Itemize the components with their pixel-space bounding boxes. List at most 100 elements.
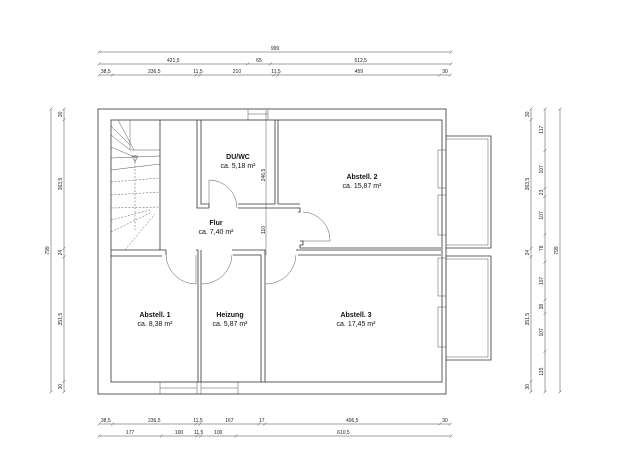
room-du-wc: DU/WC ca. 5,18 m² <box>220 154 256 170</box>
dimension-tick <box>543 311 547 316</box>
dimension-label: 17 <box>259 418 265 424</box>
exterior-walls <box>97 108 447 395</box>
dimension-label: 30 <box>525 384 531 390</box>
dimension-tick <box>543 186 547 191</box>
room-name: Flur <box>209 220 222 227</box>
dimension-tick <box>543 232 547 237</box>
room-area: ca. 5,87 m² <box>212 321 248 328</box>
room-name: Abstell. 3 <box>340 312 371 319</box>
dimension-label: 512,5 <box>354 58 367 64</box>
dimension-label: 799 <box>45 246 51 255</box>
dimension-tick <box>97 434 101 438</box>
dimension-tick <box>97 50 101 54</box>
dimension-tick <box>543 148 547 153</box>
dimension-tick <box>529 246 533 251</box>
dimension-tick <box>272 73 276 77</box>
dimension-tick <box>62 255 66 259</box>
room-abstell-3: Abstell. 3 ca. 17,45 m² <box>337 312 377 328</box>
dimension-label: 38,5 <box>101 418 111 424</box>
dimension-label: 30 <box>525 111 531 117</box>
room-name: Abstell. 1 <box>139 312 170 319</box>
dimension-label: 107 <box>539 277 545 286</box>
dimension-label: 11,5 <box>193 418 203 424</box>
room-name: Abstell. 2 <box>346 174 377 181</box>
dimension-tick <box>49 390 53 394</box>
dimension-label: 999 <box>271 46 280 52</box>
dimension-label: 78 <box>539 245 545 251</box>
dimension-tick <box>543 260 547 264</box>
room-name: DU/WC <box>226 154 250 161</box>
dimension-tick <box>448 73 452 77</box>
dimension-tick <box>62 117 66 122</box>
windows <box>159 108 447 395</box>
room-area: ca. 17,45 m² <box>337 321 377 328</box>
dimension-label: 107 <box>539 165 545 174</box>
dimension-tick <box>558 107 562 111</box>
dimension-label: 351,5 <box>525 313 531 326</box>
dimension-tick <box>543 194 547 199</box>
dimension-tick <box>543 298 547 302</box>
dimension-label: 30 <box>442 418 448 424</box>
dimension-label: 107 <box>539 211 545 220</box>
room-flur: Flur ca. 7,40 m² <box>198 220 234 236</box>
dimension-label: 363,5 <box>525 178 531 191</box>
dimension-tick <box>257 422 261 426</box>
dimension-tick <box>62 107 66 111</box>
dimension-label: 11,5 <box>193 69 203 75</box>
dimension-tick <box>62 390 66 394</box>
room-area: ca. 8,38 m² <box>137 321 173 328</box>
dimension-label: 100 <box>175 430 184 436</box>
dimension-label: 799 <box>554 246 560 255</box>
dimension-tick <box>438 73 442 77</box>
room-abstell-1: Abstell. 1 ca. 8,38 m² <box>137 312 173 328</box>
room-area: ca. 5,18 m² <box>220 163 256 170</box>
dimension-tick <box>529 117 533 122</box>
dimension-label: 11,5 <box>194 430 204 436</box>
light-wells <box>446 135 492 361</box>
dimension-tick <box>543 349 547 353</box>
dimension-tick <box>558 390 562 394</box>
dimension-tick <box>263 422 267 426</box>
room-heizung: Heizung ca. 5,87 m² <box>212 312 248 328</box>
dimension-tick <box>198 73 202 77</box>
dimension-tick <box>194 422 198 426</box>
dimension-label: 107 <box>539 328 545 337</box>
dimension-tick <box>529 390 533 394</box>
dimension-tick <box>449 50 453 54</box>
dim-label-flur-opening: 110 <box>261 226 267 234</box>
room-name: Heizung <box>216 312 243 319</box>
dimension-label: 177 <box>126 430 135 436</box>
staircase <box>110 119 161 251</box>
dimension-label: 100 <box>214 430 223 436</box>
dimension-tick <box>49 107 53 111</box>
dimension-tick <box>529 379 533 384</box>
dimension-tick <box>62 246 66 251</box>
dimension-label: 38,5 <box>101 69 111 75</box>
dimension-tick <box>97 422 101 426</box>
dimension-label: 167 <box>225 418 234 424</box>
dimension-tick <box>110 422 115 426</box>
dimension-label: 30 <box>58 111 64 117</box>
dimension-tick <box>110 73 115 77</box>
dimension-label: 23 <box>539 189 545 195</box>
dimension-tick <box>194 434 199 438</box>
dimension-label: 421,5 <box>167 58 180 64</box>
dimension-tick <box>276 73 280 77</box>
dimension-label: 115 <box>539 367 545 375</box>
dimension-tick <box>268 62 273 66</box>
dimension-tick <box>62 379 66 384</box>
dimension-tick <box>448 422 452 426</box>
dimension-tick <box>234 434 238 438</box>
interior-walls <box>111 110 441 382</box>
dimension-label: 30 <box>442 69 448 75</box>
dimension-tick <box>97 73 101 77</box>
dimension-tick <box>159 434 164 438</box>
dimension-tick <box>198 434 203 438</box>
dimension-label: 459 <box>355 69 364 75</box>
dim-label-wc-height: 246,5 <box>261 169 267 182</box>
dimension-label: 30 <box>58 384 64 390</box>
dimension-tick <box>198 422 202 426</box>
dimension-label: 117 <box>539 126 545 134</box>
dimension-label: 236,5 <box>148 418 161 424</box>
